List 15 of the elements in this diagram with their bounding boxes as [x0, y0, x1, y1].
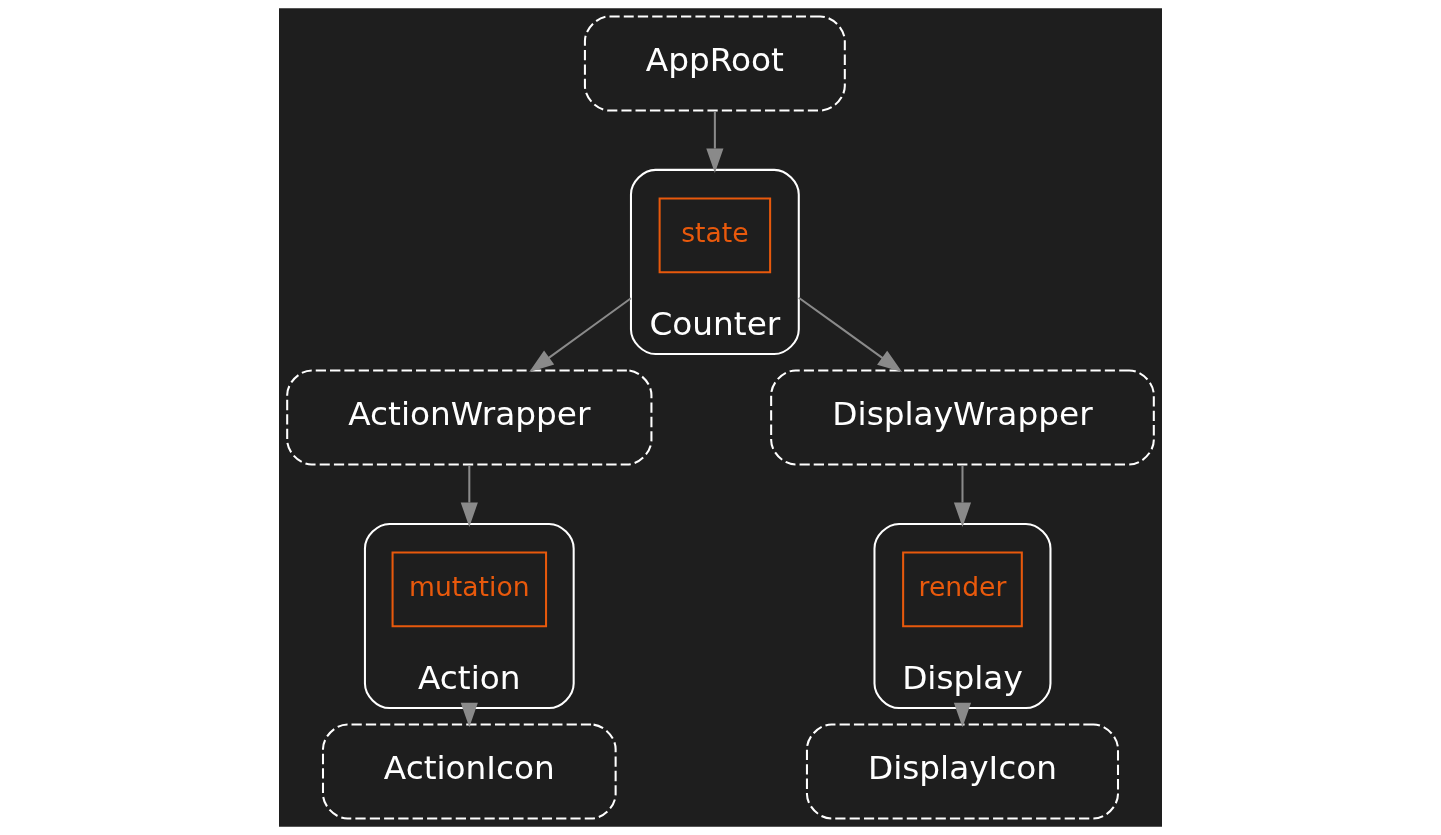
node-box: state — [658, 197, 772, 274]
arrow — [460, 702, 478, 728]
arrow — [706, 111, 724, 173]
node-box: ActionWrapper — [286, 369, 653, 466]
node-box: DisplayWrapper — [770, 369, 1155, 466]
node-box: AppRoot — [583, 15, 846, 112]
arrow — [798, 296, 903, 373]
arrow — [953, 465, 972, 527]
arrow — [953, 702, 972, 728]
node-box: DisplayIcon — [805, 723, 1120, 820]
node-box: ActionIcon — [321, 723, 617, 820]
node-box: mutation — [391, 551, 548, 628]
node-box: render — [902, 551, 1023, 628]
arrow — [460, 465, 478, 527]
arrow — [529, 297, 632, 373]
